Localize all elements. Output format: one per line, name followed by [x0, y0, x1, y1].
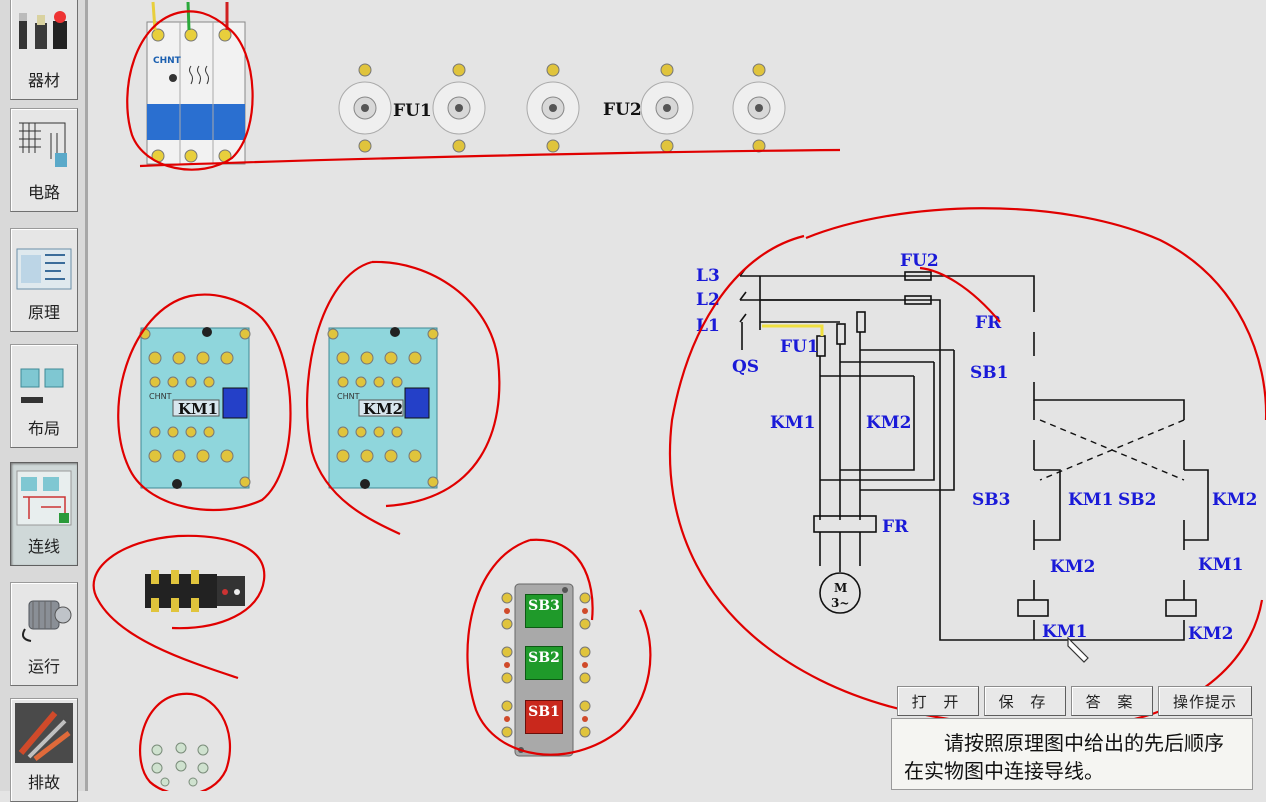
- sidebar-item-wiring[interactable]: 连线: [10, 462, 78, 566]
- sidebar-item-label: 排故: [27, 773, 60, 792]
- label-sb1: SB1: [970, 363, 1008, 383]
- fuse-holder[interactable]: [640, 63, 694, 153]
- layout-icon: [20, 368, 64, 403]
- schematic-icon: [16, 248, 72, 290]
- sidebar-item-troubleshoot[interactable]: 排故: [10, 698, 78, 802]
- contactor1-label: KM1: [178, 400, 218, 418]
- label-qs: QS: [732, 357, 759, 377]
- hint-button[interactable]: 操作提示: [1158, 686, 1252, 716]
- label-km1-hold: KM1: [1068, 490, 1113, 510]
- fuse-holder[interactable]: [526, 63, 580, 153]
- sidebar-item-run[interactable]: 运行: [10, 582, 78, 686]
- label-fr-contact: FR: [975, 313, 1002, 333]
- sidebar-item-layout[interactable]: 布局: [10, 344, 78, 448]
- fuse-holder[interactable]: [432, 63, 486, 153]
- sidebar-item-label: 运行: [27, 657, 60, 676]
- label-l3: L3: [696, 266, 720, 286]
- tools-icon: [15, 703, 73, 763]
- button-sb3-label: SB3: [528, 598, 560, 614]
- label-fr-thermal: FR: [882, 517, 909, 537]
- motor-icon: [22, 600, 72, 642]
- contactor-brand: CHNT: [337, 392, 360, 401]
- label-km2-coil: KM2: [1188, 624, 1233, 644]
- label-km1-interlock: KM1: [1198, 555, 1243, 575]
- sidebar-item-label: 连线: [27, 537, 60, 556]
- label-l2: L2: [696, 290, 720, 310]
- sidebar-item-label: 电路: [27, 183, 60, 202]
- label-km1-main: KM1: [770, 413, 815, 433]
- fuse1-label: FU1: [393, 101, 432, 121]
- contactor-brand: CHNT: [149, 392, 172, 401]
- sidebar-item-schematic[interactable]: 原理: [10, 228, 78, 332]
- save-button[interactable]: 保 存: [984, 686, 1066, 716]
- open-button[interactable]: 打 开: [897, 686, 979, 716]
- instruction-text: 请按照原理图中给出的先后顺序在实物图中连接导线。: [904, 731, 1224, 783]
- sidebar-item-circuit[interactable]: 电路: [10, 108, 78, 212]
- label-km2-hold: KM2: [1212, 490, 1257, 510]
- fuse-holder[interactable]: [338, 63, 392, 153]
- label-km2-main: KM2: [866, 413, 911, 433]
- circuit-icon: [19, 122, 67, 167]
- label-fu2: FU2: [900, 251, 939, 271]
- circuit-breaker[interactable]: CHNT: [143, 0, 251, 170]
- sidebar-item-label: 器材: [27, 71, 60, 90]
- label-sb3: SB3: [972, 490, 1010, 510]
- sidebar-item-label: 原理: [27, 303, 60, 322]
- instruction-panel: 请按照原理图中给出的先后顺序在实物图中连接导线。: [891, 718, 1253, 790]
- motor-label: M: [834, 581, 847, 595]
- equipment-icon: [19, 11, 67, 49]
- label-km2-interlock: KM2: [1050, 557, 1095, 577]
- label-fu1: FU1: [780, 337, 819, 357]
- label-sb2: SB2: [1118, 490, 1156, 510]
- contactor-km1[interactable]: CHNT KM1: [137, 322, 257, 492]
- button-station: SB3 SB2 SB1: [499, 582, 593, 758]
- button-sb2-label: SB2: [528, 650, 560, 666]
- fuse2-label: FU2: [603, 100, 642, 120]
- button-sb1-label: SB1: [528, 704, 560, 720]
- label-l1: L1: [696, 316, 720, 336]
- tool-sidebar: 器材 电路 原理 布局: [0, 0, 88, 802]
- sidebar-item-equipment[interactable]: 器材: [10, 0, 78, 100]
- answer-button[interactable]: 答 案: [1071, 686, 1153, 716]
- button-sb3[interactable]: SB3: [525, 594, 563, 628]
- motor-type-label: 3~: [831, 596, 849, 610]
- sidebar-item-label: 布局: [27, 419, 60, 438]
- breaker-brand: CHNT: [153, 56, 182, 66]
- wiring-icon: [16, 470, 72, 526]
- button-sb1[interactable]: SB1: [525, 700, 563, 734]
- contactor2-label: KM2: [363, 400, 403, 418]
- fuse-holder[interactable]: [732, 63, 786, 153]
- contactor-km2[interactable]: CHNT KM2: [325, 322, 445, 492]
- schematic-diagram: L3 L2 L1 QS FU1 FU2 KM1 KM2 FR FR SB1 SB…: [696, 251, 1257, 644]
- label-km1-coil: KM1: [1042, 622, 1087, 642]
- button-sb2[interactable]: SB2: [525, 646, 563, 680]
- terminal-block[interactable]: [145, 738, 215, 788]
- thermal-relay[interactable]: [141, 568, 251, 616]
